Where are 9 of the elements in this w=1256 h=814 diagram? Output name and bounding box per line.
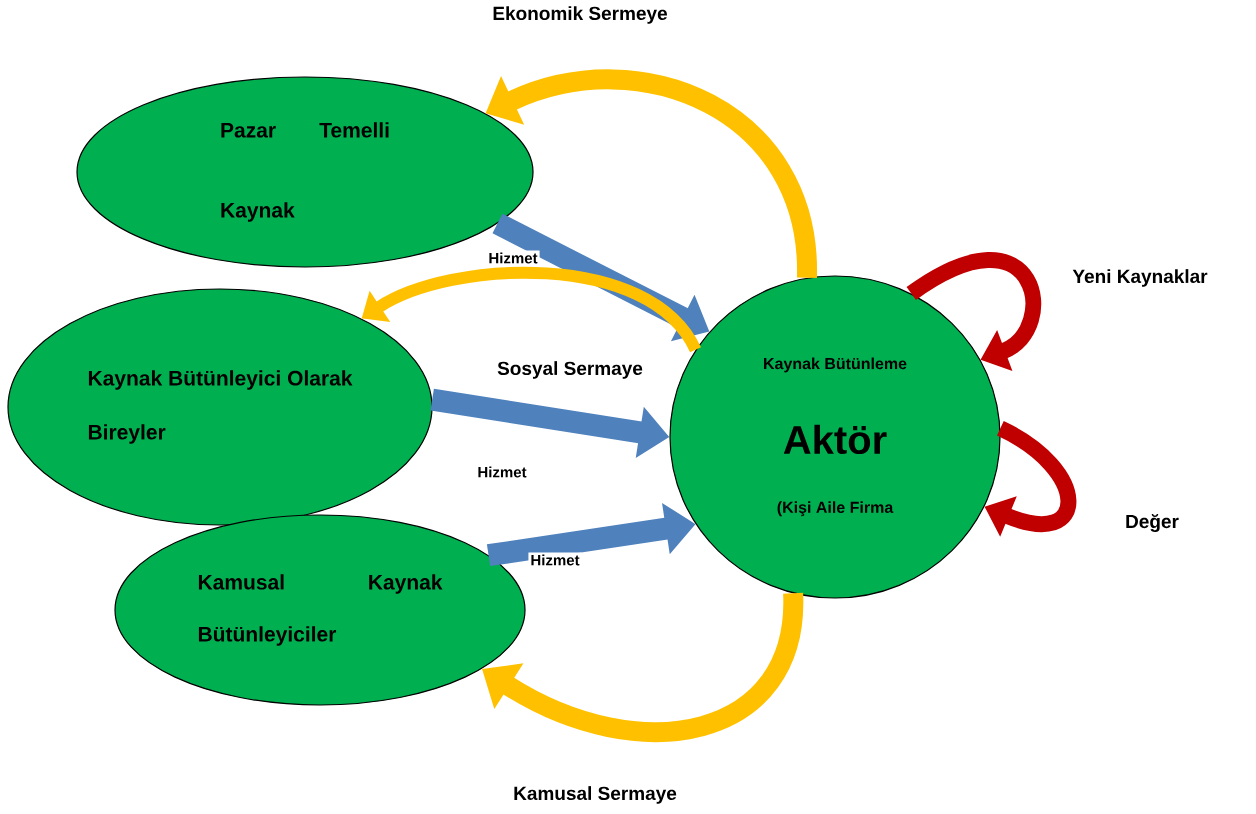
- edge-label: Hizmet: [528, 552, 582, 568]
- arrow: [907, 252, 1042, 372]
- edge-label: Hizmet: [486, 250, 540, 266]
- edge-label: Kamusal Sermaye: [511, 784, 679, 806]
- edge-label: Hizmet: [475, 464, 529, 480]
- edge-label: Sosyal Sermaye: [495, 359, 645, 381]
- edge-label: Yeni Kaynaklar: [1070, 267, 1210, 289]
- edge-label: Ekonomik Sermeye: [490, 4, 670, 26]
- edge-label: Değer: [1123, 512, 1181, 534]
